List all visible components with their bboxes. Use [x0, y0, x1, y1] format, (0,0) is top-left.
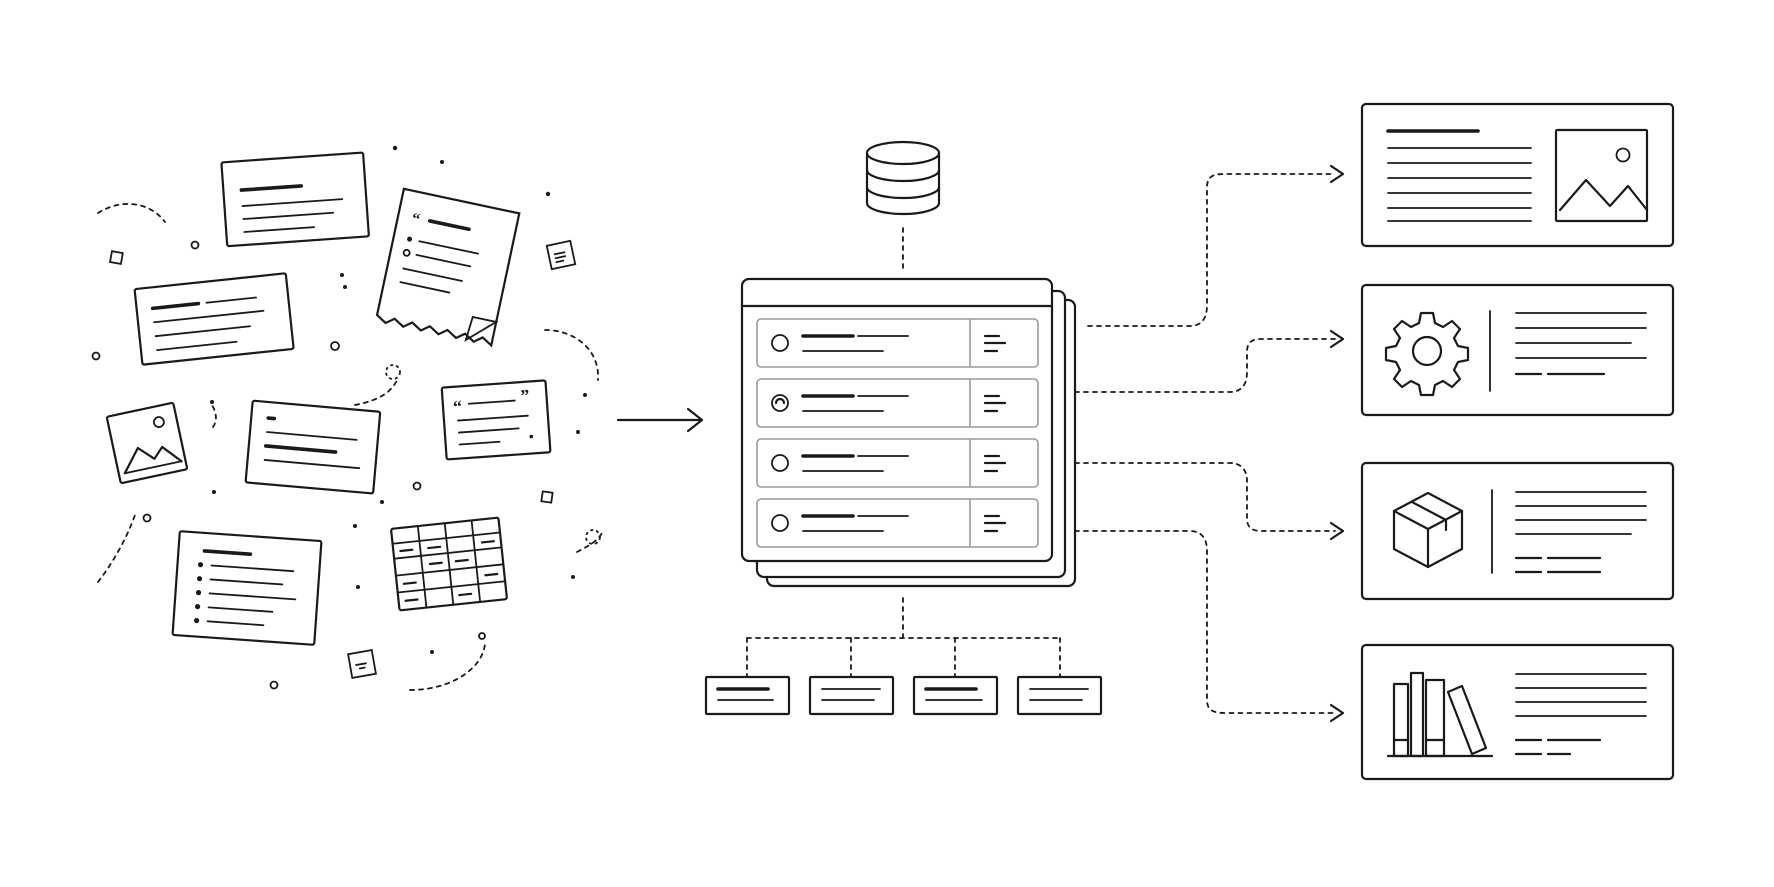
svg-text:“: “ — [410, 210, 421, 228]
scatter-particles — [91, 145, 601, 690]
books-shelf-icon — [1386, 671, 1494, 758]
panel-row — [756, 318, 1039, 368]
output-card-settings — [1360, 283, 1675, 417]
panel-row — [756, 378, 1039, 428]
text-card-icon — [133, 272, 295, 366]
image-thumbnail-icon — [105, 401, 189, 485]
list-card-icon — [171, 530, 323, 646]
database-cylinder-icon — [865, 140, 941, 216]
output-card-package — [1360, 461, 1675, 601]
child-node — [808, 675, 895, 716]
output-card-library — [1360, 643, 1675, 781]
text-card-icon — [220, 151, 370, 248]
input-arrow — [616, 407, 704, 433]
child-node-tree — [704, 597, 1103, 716]
quote-page-icon: “ — [375, 187, 521, 348]
child-node — [1016, 675, 1103, 716]
text-card-icon — [244, 399, 382, 495]
source-documents-cluster: “ — [91, 145, 604, 691]
panel-row — [756, 498, 1039, 548]
scatter-swirls — [97, 203, 604, 691]
output-card-article — [1360, 102, 1675, 248]
svg-text:“: “ — [452, 396, 462, 417]
image-article-icon — [1554, 128, 1649, 223]
child-node — [704, 675, 791, 716]
gear-icon — [1384, 311, 1470, 397]
panel-front — [740, 277, 1054, 563]
quote-card-icon: “ ” — [440, 379, 552, 461]
svg-text:”: ” — [520, 386, 530, 407]
panel-row — [756, 438, 1039, 488]
box-package-icon — [1392, 491, 1464, 569]
table-grid-icon — [390, 516, 508, 612]
child-node — [912, 675, 999, 716]
output-connectors — [1074, 164, 1345, 723]
central-index-panel — [740, 277, 1077, 588]
